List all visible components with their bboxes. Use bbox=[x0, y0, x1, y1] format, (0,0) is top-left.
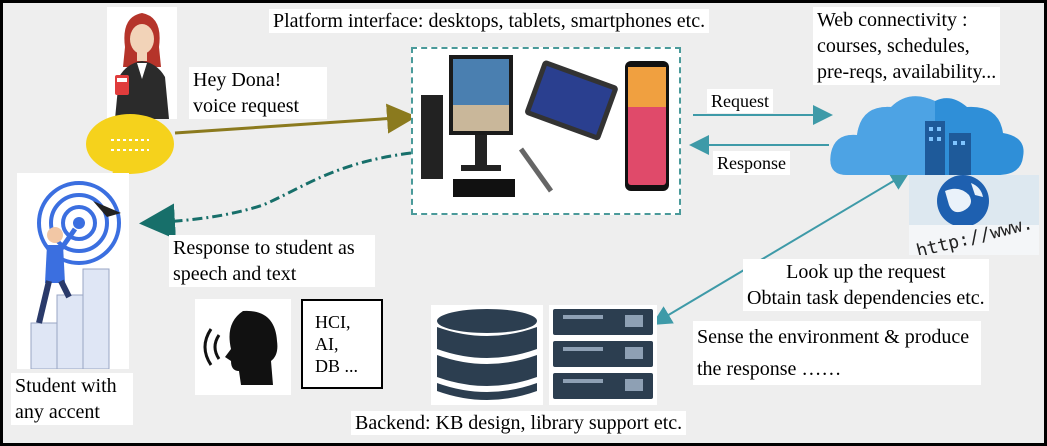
web-line-1: Web connectivity : bbox=[817, 9, 968, 31]
topics-line-3: DB ... bbox=[315, 356, 359, 376]
sense-label: Sense the environment & produce the resp… bbox=[693, 321, 982, 385]
backend-arrow bbox=[651, 170, 911, 326]
lookup-line-1: Look up the request bbox=[786, 261, 946, 283]
student-line-1: Student with bbox=[15, 375, 117, 397]
web-line-2: courses, schedules, bbox=[817, 35, 970, 57]
speaking-head-icon bbox=[195, 299, 291, 395]
database-icon bbox=[431, 305, 543, 405]
student-line-2: any accent bbox=[15, 401, 100, 423]
lookup-line-2: Obtain task dependencies etc. bbox=[747, 287, 985, 309]
topics-line-1: HCI, bbox=[315, 312, 351, 332]
response-to-student-label: Response to student as speech and text bbox=[169, 235, 375, 287]
resp-student-line-1: Response to student as bbox=[173, 237, 355, 259]
voice-line-1: Hey Dona! bbox=[193, 69, 282, 91]
cloud-building-icon bbox=[827, 89, 1027, 177]
web-connectivity-label: Web connectivity : courses, schedules, p… bbox=[813, 7, 1001, 85]
lookup-label: Look up the request Obtain task dependen… bbox=[743, 259, 989, 311]
voice-request-arrow bbox=[174, 103, 417, 135]
web-url-icon: http://www. bbox=[909, 175, 1039, 255]
voice-line-2: voice request bbox=[193, 95, 300, 117]
platform-label: Platform interface: desktops, tablets, s… bbox=[269, 9, 710, 33]
sense-line-1: Sense the environment & produce bbox=[697, 326, 970, 348]
student-label: Student with any accent bbox=[11, 373, 133, 425]
resp-student-line-2: speech and text bbox=[173, 263, 297, 285]
backend-label: Backend: KB design, library support etc. bbox=[351, 411, 687, 435]
response-label: Response bbox=[713, 151, 790, 175]
web-line-3: pre-reqs, availability... bbox=[817, 61, 997, 83]
topics-box: HCI, AI, DB ... bbox=[301, 299, 383, 389]
topics-line-2: AI, bbox=[315, 334, 339, 354]
voice-request-label: Hey Dona! voice request bbox=[189, 67, 328, 119]
devices-icon bbox=[411, 47, 681, 215]
sense-line-2: the response …… bbox=[697, 358, 842, 380]
server-rack-icon bbox=[549, 305, 657, 405]
connectors-layer bbox=[139, 103, 911, 326]
request-label: Request bbox=[707, 89, 773, 113]
student-target-icon bbox=[17, 173, 129, 369]
woman-user-icon bbox=[107, 7, 177, 119]
